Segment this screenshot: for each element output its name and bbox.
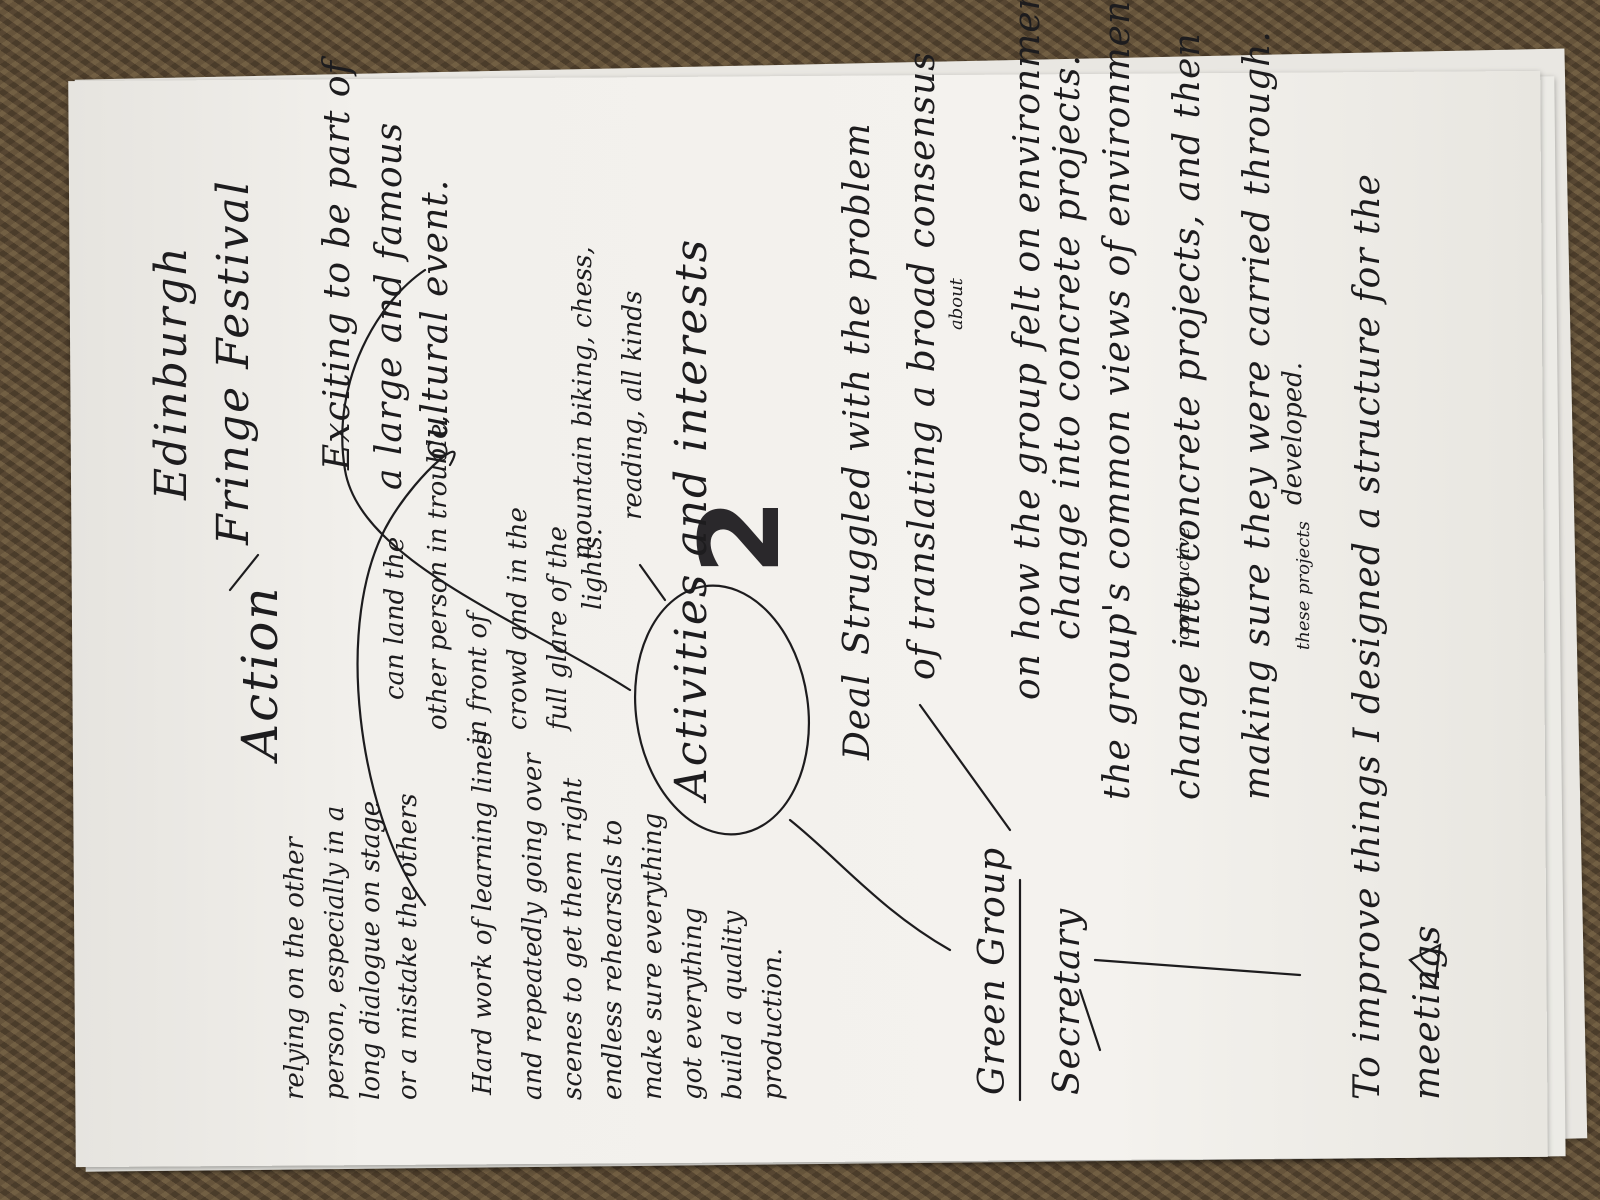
triangle-mark <box>1408 943 1442 988</box>
common-line-1: the group's common views of environmenta… <box>1097 0 1138 800</box>
action-heading: Action <box>231 585 289 761</box>
hard-work-line-4: endless rehearsals to <box>598 819 628 1100</box>
hard-work-line-1: Hard work of learning lines <box>468 731 498 1095</box>
common-line-3: change into concrete projects, and then <box>1167 32 1208 800</box>
common-line-5: these projects <box>1293 521 1314 650</box>
hard-work-line-7: build a quality <box>718 910 748 1100</box>
hard-work-line-6: got everything <box>678 907 708 1101</box>
hobbies-connector <box>638 563 667 602</box>
secretary-role: Secretary <box>1047 907 1088 1095</box>
improve-line-2: meetings <box>1407 924 1448 1100</box>
secretary-tick <box>1078 988 1102 1052</box>
center-oval <box>633 584 811 836</box>
deal-line-2: Struggled with the problem <box>837 122 878 655</box>
action-connector <box>341 268 632 692</box>
hard-work-line-8: production. <box>758 947 788 1100</box>
green-connector <box>788 818 952 952</box>
relying-line-6: other person in trouble, <box>423 415 453 730</box>
relying-line-5: can land the <box>380 536 410 700</box>
deal-line-5: on how the group felt on environmental <box>1007 0 1048 700</box>
relying-line-8: crowd and in the <box>503 507 533 730</box>
secretary-connector <box>1093 958 1302 977</box>
common-line-4: making sure they were carried through. <box>1237 30 1278 800</box>
relying-line-4: or a mistake the others <box>393 793 423 1100</box>
relying-line-7: in front of <box>463 613 493 745</box>
hard-work-line-3: scenes to get them right <box>558 777 588 1100</box>
deal-line-6: change into concrete projects. <box>1047 54 1088 640</box>
relying-line-2: person, especially in a <box>320 805 350 1100</box>
hobbies-line-1: mountain biking, chess, <box>568 246 598 560</box>
center-title: Activities and interests <box>666 238 717 800</box>
deal-line-4: about <box>946 278 967 330</box>
relying-line-1: relying on the other <box>280 837 310 1100</box>
action-arc <box>356 450 456 907</box>
relying-line-3: long dialogue on stage <box>356 800 386 1100</box>
deal-line-1: Deal <box>837 672 878 760</box>
exciting-line-1: Exciting to be part of <box>317 60 358 470</box>
center-title-text: Activities and interests <box>666 237 717 800</box>
green-group-heading: Green Group <box>972 846 1013 1095</box>
edinburgh-connector <box>228 553 260 592</box>
edinburgh-line-2: Fringe Festival <box>208 179 259 545</box>
exciting-line-2: a large and famous <box>369 121 410 490</box>
deal-connector <box>918 703 1012 832</box>
common-line-6: developed. <box>1278 361 1308 505</box>
hard-work-line-5: make sure everything <box>638 812 668 1100</box>
hobbies-line-2: reading, all kinds <box>618 290 648 520</box>
deal-line-3: of translating a broad consensus <box>902 51 943 680</box>
hard-work-line-2: and repeatedly going over <box>518 753 548 1100</box>
improve-line-1: To improve things I designed a structure… <box>1347 173 1388 1100</box>
edinburgh-line-1: Edinburgh <box>146 245 197 500</box>
